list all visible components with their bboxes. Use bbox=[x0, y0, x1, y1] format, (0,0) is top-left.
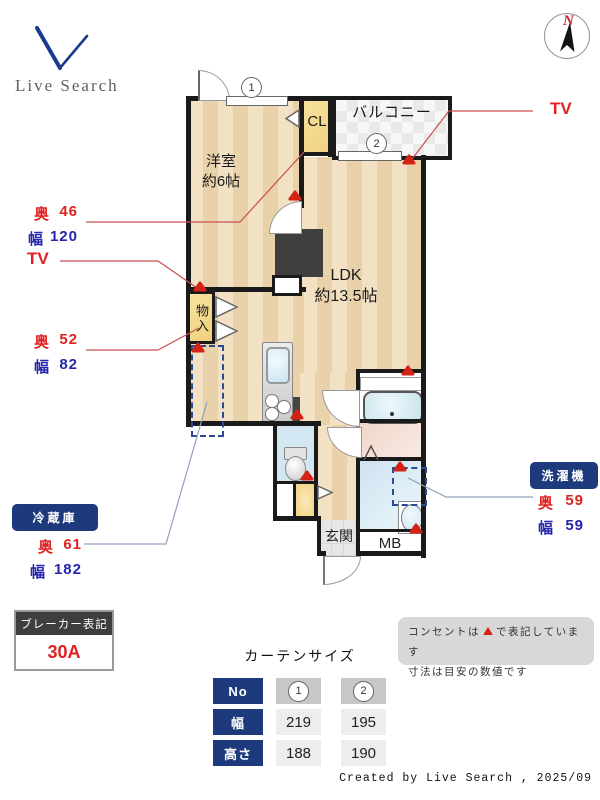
wall-segment bbox=[356, 369, 426, 373]
room-genkan-floor bbox=[319, 520, 358, 556]
curtain-row-header: 高さ bbox=[213, 740, 263, 766]
room-cl-floor bbox=[300, 98, 332, 156]
room-label-cl: CL bbox=[307, 113, 327, 130]
wall-segment bbox=[273, 481, 318, 484]
wall-segment bbox=[356, 457, 426, 461]
curtain-row-header: No bbox=[213, 678, 263, 704]
fridge-space-outline bbox=[191, 345, 224, 437]
stove-burner bbox=[265, 407, 279, 421]
room-label-yoshitsu: 洋室 約6帖 bbox=[201, 153, 241, 190]
wall-segment bbox=[317, 551, 326, 556]
door-arc-yoshitsu-top bbox=[198, 70, 230, 101]
room-label-ldk: LDK 約13.5帖 bbox=[314, 267, 378, 305]
bathtub bbox=[363, 391, 423, 424]
wall-segment bbox=[186, 287, 306, 292]
stove-burner bbox=[277, 400, 291, 414]
brand-logo: Live Search bbox=[15, 22, 125, 97]
wall-segment bbox=[293, 483, 296, 517]
window-1 bbox=[226, 96, 288, 106]
wall-segment bbox=[356, 419, 426, 423]
wall-segment bbox=[317, 516, 321, 556]
washer-badge: 洗濯機 bbox=[530, 462, 598, 489]
room-label-balcony: バルコニー bbox=[352, 104, 432, 121]
storage-monoire-box bbox=[187, 291, 215, 344]
small-closet-floor bbox=[275, 483, 295, 519]
curtain-no-2-circle: 2 bbox=[353, 680, 374, 702]
curtain-cell-width-1: 219 bbox=[276, 709, 321, 735]
bath-counter bbox=[360, 377, 423, 391]
washer-space-outline bbox=[392, 467, 427, 506]
wall-segment bbox=[356, 551, 426, 556]
small-yellow-room-floor bbox=[295, 483, 316, 519]
pipe-space-notch bbox=[272, 275, 302, 296]
compass: N bbox=[544, 13, 590, 59]
fridge-badge: 冷蔵庫 bbox=[12, 504, 98, 531]
washtub bbox=[401, 504, 423, 532]
wall-segment bbox=[273, 425, 277, 520]
leader-line-monoire bbox=[86, 327, 200, 351]
pipe-space-block bbox=[275, 229, 323, 277]
door-arc-entrance bbox=[323, 556, 361, 585]
footer-credit: Created by Live Search , 2025/09 bbox=[339, 772, 592, 785]
kitchen-sink bbox=[266, 347, 290, 384]
wall-segment bbox=[356, 529, 426, 532]
outlet-legend-icon bbox=[483, 627, 493, 635]
wall-stub bbox=[293, 397, 300, 421]
bathtub-drain bbox=[390, 412, 394, 416]
curtain-table-title: カーテンサイズ bbox=[244, 648, 356, 664]
curtain-cell-height-2: 190 bbox=[341, 740, 386, 766]
curtain-row-header: 幅 bbox=[213, 709, 263, 735]
window-mark-1: 1 bbox=[241, 77, 262, 98]
room-label-genkan: 玄関 bbox=[325, 528, 353, 544]
breaker-value: 30A bbox=[47, 641, 81, 662]
tv-label-right: TV bbox=[550, 99, 572, 118]
wall-segment bbox=[273, 516, 321, 521]
compass-north-label: N bbox=[563, 13, 574, 29]
window-2 bbox=[338, 151, 402, 161]
wall-segment bbox=[356, 371, 360, 556]
tv-label-left: TV bbox=[27, 249, 49, 268]
curtain-cell-width-2: 195 bbox=[341, 709, 386, 735]
room-label-monoire: 物入 bbox=[194, 304, 209, 334]
curtain-cell-no-1: 1 bbox=[276, 678, 321, 704]
curtain-cell-height-1: 188 bbox=[276, 740, 321, 766]
compass-needle-icon bbox=[560, 22, 575, 52]
window-mark-2: 2 bbox=[366, 133, 387, 154]
toilet-bowl bbox=[285, 456, 306, 481]
brand-name: Live Search bbox=[15, 76, 119, 95]
logo-check-icon bbox=[35, 26, 89, 70]
wall-segment bbox=[328, 96, 334, 157]
wall-segment bbox=[299, 152, 332, 156]
washroom-floor bbox=[358, 423, 423, 461]
outlet-note-line1: コンセントはで表記しています bbox=[408, 626, 580, 658]
outlet-note-line2: 寸法は目安の数値です bbox=[408, 665, 528, 678]
leader-line-tv-left bbox=[60, 260, 201, 291]
breaker-title: ブレーカー表記 bbox=[16, 612, 112, 635]
room-label-mb: MB bbox=[378, 535, 402, 552]
breaker-box: ブレーカー表記 30A bbox=[14, 610, 114, 671]
wall-segment bbox=[314, 425, 318, 520]
outlet-note-box: コンセントはで表記しています 寸法は目安の数値です bbox=[398, 617, 594, 678]
curtain-cell-no-2: 2 bbox=[341, 678, 386, 704]
curtain-no-1-circle: 1 bbox=[288, 680, 309, 702]
wall-segment bbox=[186, 421, 321, 426]
wall-segment bbox=[421, 155, 426, 558]
